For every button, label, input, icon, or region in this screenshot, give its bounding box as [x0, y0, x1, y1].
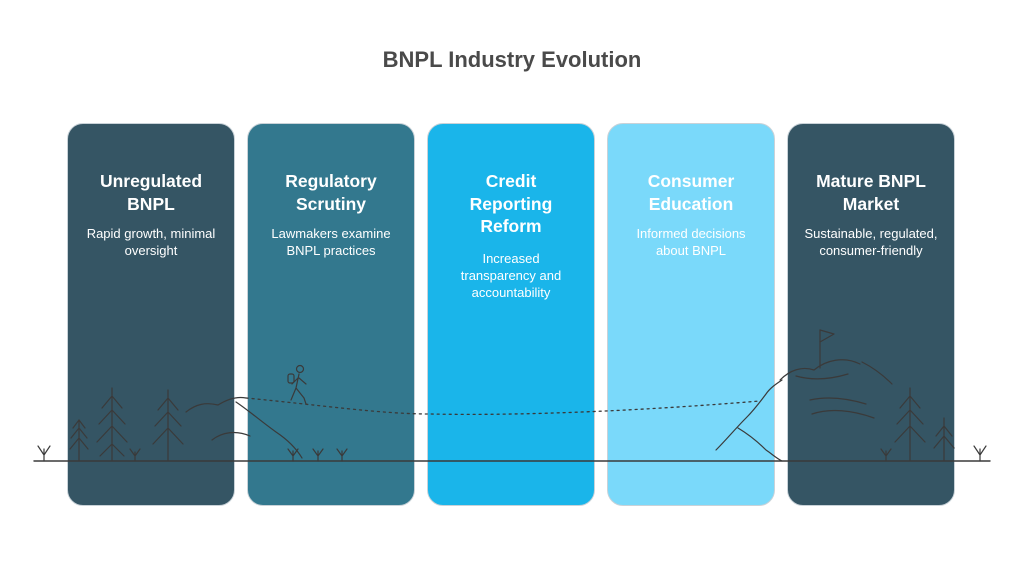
pine-tree-icon: [69, 419, 89, 462]
stage-title: Unregulated BNPL: [76, 170, 226, 215]
grass-tuft-icon: [973, 445, 987, 462]
dotted-trail: [245, 397, 761, 416]
mountain-icon: [715, 379, 783, 462]
stage-card-regulatory-scrutiny: Regulatory Scrutiny Lawmakers examine BN…: [247, 123, 415, 506]
stage-description: Sustainable, regulated, consumer-friendl…: [796, 225, 946, 259]
pine-tree-icon: [96, 387, 128, 462]
stage-desc-line: BNPL practices: [286, 243, 376, 258]
stage-description: Rapid growth, minimal oversight: [76, 225, 226, 259]
stage-card-mature-bnpl-market: Mature BNPL Market Sustainable, regulate…: [787, 123, 955, 506]
hiker-icon: [287, 364, 307, 405]
grass-tuft-icon: [880, 448, 892, 462]
stage-title: Mature BNPL Market: [796, 170, 946, 215]
grass-tuft-icon: [287, 448, 299, 462]
stage-desc-line: Lawmakers examine: [271, 226, 391, 241]
stage-title-line: Regulatory: [285, 171, 377, 191]
stage-title-line: Reform: [480, 216, 542, 236]
stage-title: Regulatory Scrutiny: [256, 170, 406, 215]
stage-card-credit-reporting-reform: Credit Reporting Reform Increased transp…: [427, 123, 595, 506]
hill-icon: [185, 396, 303, 459]
stage-title-line: Credit: [485, 171, 537, 191]
stage-title-line: Mature BNPL: [816, 171, 926, 191]
grass-tuft-icon: [312, 448, 324, 462]
stage-title-line: Consumer: [647, 171, 735, 191]
pine-tree-icon: [152, 389, 184, 462]
stage-title-line: BNPL: [127, 193, 175, 214]
hill-icon: [779, 359, 893, 419]
stage-desc-line: consumer-friendly: [819, 243, 923, 258]
stage-desc-line: accountability: [471, 285, 551, 300]
stage-desc-line: Sustainable, regulated,: [804, 226, 938, 241]
stage-description: Increased transparency and accountabilit…: [436, 250, 586, 301]
stage-card-consumer-education: Consumer Education Informed decisions ab…: [607, 123, 775, 506]
stage-title-line: Scrutiny: [295, 193, 367, 214]
stage-title-line: Market: [842, 193, 900, 214]
stage-description: Lawmakers examine BNPL practices: [256, 225, 406, 259]
pine-tree-icon: [894, 387, 926, 462]
pine-tree-icon: [933, 417, 955, 462]
page-title: BNPL Industry Evolution: [382, 47, 642, 72]
stage-title: Consumer Education: [616, 170, 766, 215]
stage-description: Informed decisions about BNPL: [616, 225, 766, 259]
stage-title-line: Reporting: [469, 193, 553, 214]
stage-desc-line: Rapid growth, minimal: [86, 226, 216, 241]
stage-desc-line: transparency and: [460, 268, 562, 283]
stage-desc-line: oversight: [124, 243, 178, 258]
stage-desc-line: about BNPL: [655, 243, 727, 258]
stage-card-unregulated-bnpl: Unregulated BNPL Rapid growth, minimal o…: [67, 123, 235, 506]
flag-icon: [819, 329, 835, 369]
grass-tuft-icon: [336, 448, 348, 462]
grass-tuft-icon: [37, 445, 51, 462]
stage-title-line: Unregulated: [99, 171, 203, 191]
stage-desc-line: Increased: [482, 251, 540, 266]
stage-desc-line: Informed decisions: [636, 226, 746, 241]
stage-title: Credit Reporting Reform: [436, 170, 586, 238]
stage-title-line: Education: [648, 193, 734, 214]
grass-tuft-icon: [129, 448, 141, 462]
